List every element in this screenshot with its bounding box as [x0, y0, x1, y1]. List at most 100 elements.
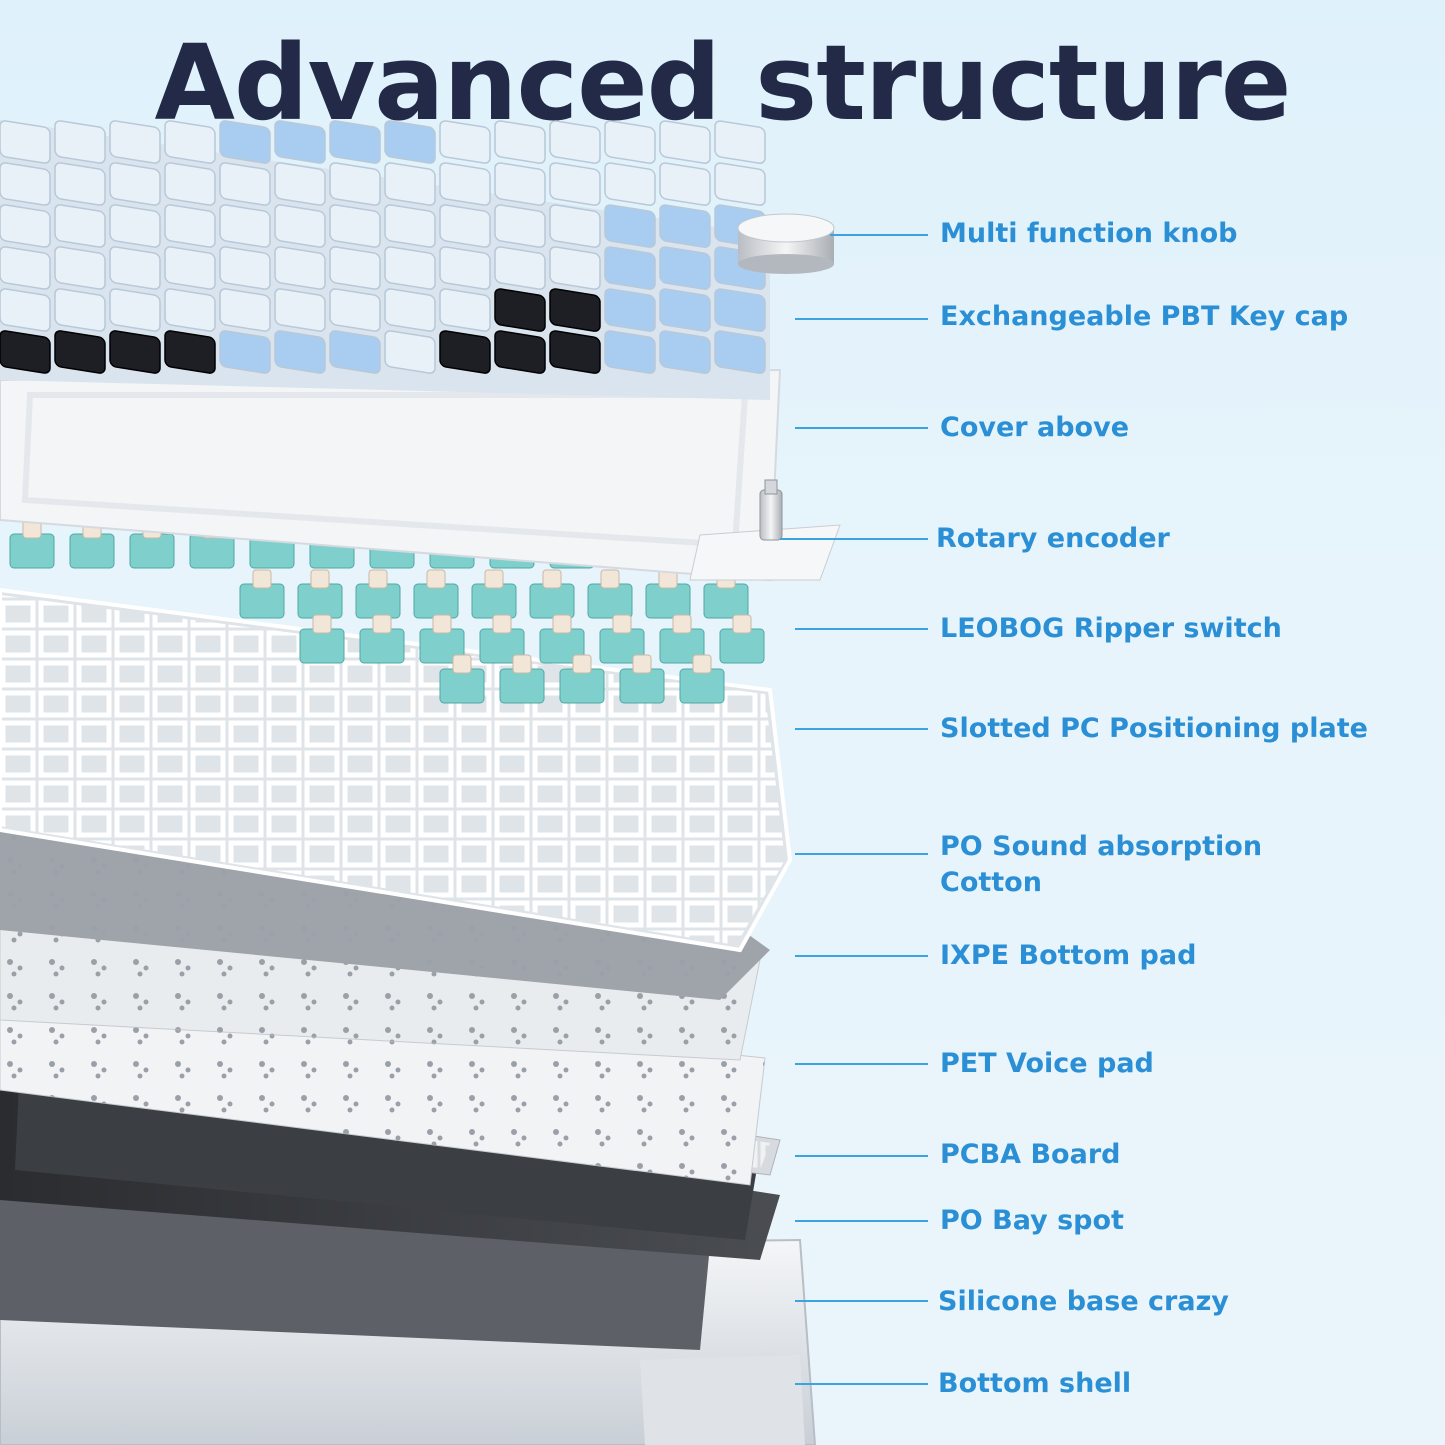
keycap [109, 120, 161, 164]
callout-label: IXPE Bottom pad [940, 940, 1197, 971]
switch [419, 614, 465, 664]
keycap [329, 204, 381, 248]
keycap [164, 162, 216, 206]
keycap [494, 204, 546, 248]
keycap [384, 204, 436, 248]
keycap [659, 204, 711, 248]
keycap [384, 162, 436, 206]
leader-line [780, 538, 928, 540]
keycap [54, 162, 106, 206]
keycap [659, 288, 711, 332]
keycap [109, 204, 161, 248]
keycap [494, 162, 546, 206]
switch [499, 654, 545, 704]
keycap [219, 162, 271, 206]
callout-label: Bottom shell [938, 1368, 1132, 1399]
keycap [714, 162, 766, 206]
switch [599, 614, 645, 664]
switch [413, 569, 459, 619]
keycap [164, 120, 216, 164]
keycap [164, 204, 216, 248]
switch [645, 569, 691, 619]
keycap [494, 330, 546, 374]
keycap [384, 288, 436, 332]
switch [679, 654, 725, 704]
keycap [164, 288, 216, 332]
callout-label: Cover above [940, 412, 1129, 443]
switch [587, 569, 633, 619]
keycap [384, 120, 436, 164]
keycap [219, 330, 271, 374]
callout-label: PO Sound absorption Cotton [940, 831, 1263, 898]
leader-line [795, 1300, 928, 1302]
keycap [604, 330, 656, 374]
keycap [274, 120, 326, 164]
keycap [604, 204, 656, 248]
keycap [219, 120, 271, 164]
keycap [549, 246, 601, 290]
keycap [0, 246, 51, 290]
keycap [109, 162, 161, 206]
leader-line [795, 728, 928, 730]
switch [659, 614, 705, 664]
keycap [494, 288, 546, 332]
leader-line [795, 955, 928, 957]
switch [479, 614, 525, 664]
keycap [714, 120, 766, 164]
switch [559, 654, 605, 704]
keycap [219, 204, 271, 248]
leader-line [795, 628, 928, 630]
keycap [0, 120, 51, 164]
switch [299, 614, 345, 664]
switch [297, 569, 343, 619]
switch [539, 614, 585, 664]
keycap [604, 246, 656, 290]
leader-line [795, 1220, 928, 1222]
keycap [274, 246, 326, 290]
keycap [54, 288, 106, 332]
callout-label: Rotary encoder [936, 523, 1170, 554]
keycap [329, 162, 381, 206]
keycap [714, 288, 766, 332]
callout-label: LEOBOG Ripper switch [940, 613, 1282, 644]
keycap [0, 204, 51, 248]
switch [439, 654, 485, 704]
keycap [604, 288, 656, 332]
keycap [439, 246, 491, 290]
keycap [0, 330, 51, 374]
callout-label: Exchangeable PBT Key cap [940, 301, 1349, 332]
keycap [439, 204, 491, 248]
keycap [54, 330, 106, 374]
keycap [549, 204, 601, 248]
keycap [714, 330, 766, 374]
leader-line [795, 853, 928, 855]
switch [359, 614, 405, 664]
keycap [549, 288, 601, 332]
keycap [54, 120, 106, 164]
keycap-layer [0, 120, 770, 400]
keycap [329, 330, 381, 374]
keycap [164, 246, 216, 290]
keycap [439, 288, 491, 332]
cover-above-layer [0, 368, 782, 582]
callout-label: Silicone base crazy [938, 1286, 1229, 1317]
keycap [219, 246, 271, 290]
keycap [274, 204, 326, 248]
keycap [54, 246, 106, 290]
leader-line [795, 1155, 928, 1157]
leader-line [795, 318, 928, 320]
leader-line [795, 427, 928, 429]
switch [529, 569, 575, 619]
leader-line [795, 1383, 928, 1385]
switch [619, 654, 665, 704]
keycap [0, 288, 51, 332]
keycap [659, 162, 711, 206]
keycap [549, 120, 601, 164]
keycap [109, 246, 161, 290]
keycap [274, 162, 326, 206]
callout-label: Slotted PC Positioning plate [940, 713, 1368, 744]
keycap [274, 288, 326, 332]
keycap [494, 120, 546, 164]
keycap [384, 330, 436, 374]
